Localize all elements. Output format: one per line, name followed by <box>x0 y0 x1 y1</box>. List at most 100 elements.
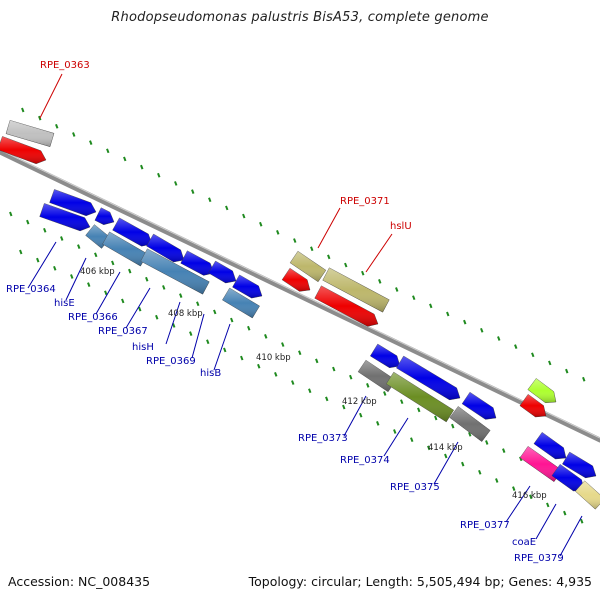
genome-summary-text: Topology: circular; Length: 5,505,494 bp… <box>248 574 592 589</box>
gene-feature-shade <box>527 378 556 403</box>
tick-mark <box>223 347 227 353</box>
gene-label: RPE_0374 <box>340 455 390 466</box>
tick-mark <box>138 306 142 312</box>
tick-mark <box>480 327 484 333</box>
gene-feature-shade <box>94 207 114 225</box>
leader-line <box>165 301 181 345</box>
tick-mark <box>191 189 195 194</box>
gene-label: RPE_0379 <box>514 553 564 564</box>
gene-feature-shade <box>146 234 184 262</box>
tick-mark <box>531 352 535 358</box>
leader-line <box>317 207 341 249</box>
tick-mark <box>77 244 81 249</box>
tick-mark <box>548 360 552 366</box>
tick-mark <box>383 391 387 396</box>
tick-mark <box>276 230 280 235</box>
gene-label: hslU <box>390 221 412 232</box>
tick-mark <box>21 107 25 113</box>
gene-label: hisH <box>132 342 154 353</box>
gene-feature-shade <box>462 392 496 420</box>
gene-feature-shade <box>180 250 214 276</box>
leader-line <box>125 287 151 329</box>
scale-tick-label: 412 kbp <box>342 397 377 407</box>
tick-mark <box>417 407 421 413</box>
tick-mark <box>563 510 567 516</box>
tick-mark <box>259 221 263 227</box>
tick-mark <box>393 429 397 434</box>
tick-mark <box>38 115 42 121</box>
tick-mark <box>310 246 314 252</box>
tick-mark <box>213 309 217 315</box>
genome-backbone-highlight <box>0 149 600 439</box>
gene-label: RPE_0377 <box>460 520 510 531</box>
tick-mark <box>196 301 200 307</box>
tick-mark <box>172 323 176 328</box>
gene-feature-shade <box>102 231 148 267</box>
tick-mark <box>378 279 382 284</box>
gene-feature-shade <box>112 217 152 247</box>
tick-mark <box>315 358 319 364</box>
tick-mark <box>332 366 336 372</box>
tick-mark <box>174 181 178 186</box>
gene-feature-shade <box>396 356 460 400</box>
gene-feature-shade <box>370 344 400 368</box>
tick-mark <box>26 219 30 225</box>
tick-mark <box>9 211 13 217</box>
tick-mark <box>293 238 297 243</box>
gene-label: hisE <box>54 298 75 309</box>
leader-line <box>365 233 393 273</box>
tick-mark <box>342 404 346 410</box>
tick-mark <box>298 350 302 356</box>
gene-feature-shade <box>140 248 210 295</box>
tick-mark <box>495 478 499 483</box>
tick-mark <box>72 132 76 137</box>
tick-mark <box>463 319 467 325</box>
tick-mark <box>155 314 159 320</box>
tick-mark <box>376 421 380 426</box>
tick-mark <box>451 423 455 429</box>
leader-line <box>535 503 557 540</box>
scale-tick-label: 410 kbp <box>256 353 291 363</box>
gene-feature-shade <box>519 394 546 417</box>
gene-label: hisB <box>200 368 221 379</box>
tick-mark <box>189 331 193 336</box>
tick-mark <box>325 396 329 402</box>
tick-mark <box>94 252 98 258</box>
tick-mark <box>111 260 115 266</box>
tick-mark <box>308 388 312 394</box>
tick-mark <box>429 303 433 309</box>
scale-tick-label: 416 kbp <box>512 491 547 501</box>
gene-label: RPE_0369 <box>146 356 196 367</box>
tick-mark <box>502 448 506 453</box>
scale-tick-label: 406 kbp <box>80 267 115 277</box>
tick-mark <box>434 415 438 421</box>
leader-line <box>559 515 583 557</box>
leader-line <box>65 257 87 301</box>
leader-line <box>213 323 231 371</box>
map-title: Rhodopseudomonas palustris BisA53, compl… <box>111 10 489 25</box>
tick-mark <box>427 445 431 451</box>
tick-mark <box>19 249 23 255</box>
gene-label: RPE_0375 <box>390 482 440 493</box>
tick-mark <box>162 285 166 290</box>
tick-mark <box>240 355 244 361</box>
tick-mark <box>361 270 365 276</box>
leader-line <box>191 313 205 359</box>
tick-mark <box>106 148 110 154</box>
gene-feature-shade <box>6 120 54 147</box>
tick-mark <box>104 290 108 296</box>
tick-mark <box>179 293 183 298</box>
gene-label: RPE_0366 <box>68 312 118 323</box>
gene-label: RPE_0371 <box>340 196 390 207</box>
tick-mark <box>281 342 285 347</box>
gene-feature-shade <box>39 203 90 231</box>
tick-mark <box>446 311 450 317</box>
tick-mark <box>344 262 348 268</box>
tick-mark <box>123 156 127 162</box>
gene-label: coaE <box>512 537 536 548</box>
tick-mark <box>400 399 404 405</box>
tick-mark <box>485 440 489 445</box>
tick-mark <box>70 274 74 279</box>
tick-mark <box>121 298 125 304</box>
